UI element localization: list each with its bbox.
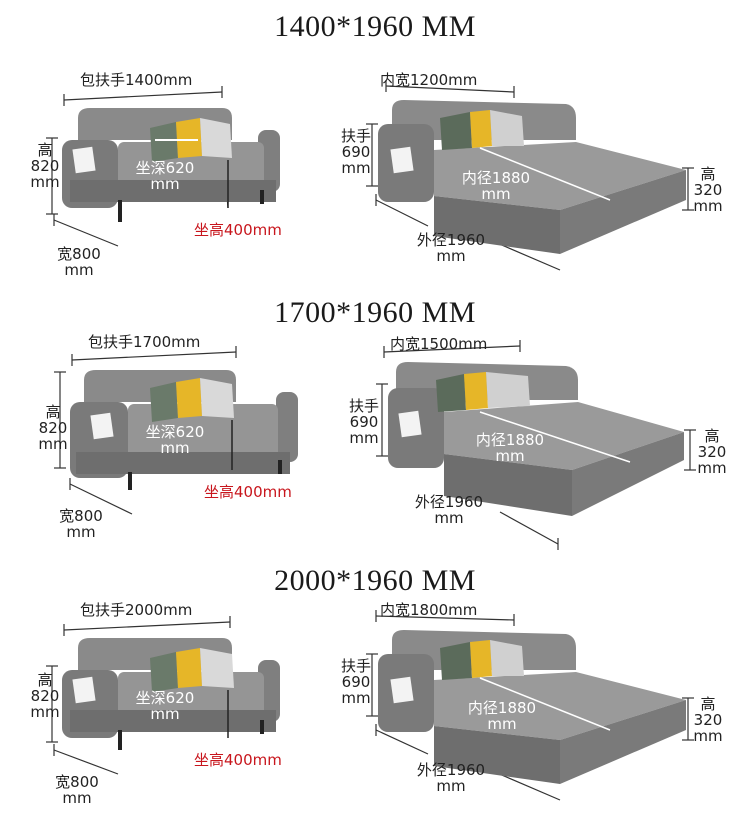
bed-height-label-line: mm (697, 459, 727, 477)
bed-height-label: 高 320 mm (690, 166, 726, 214)
sofa-height-label: 高 820 mm (30, 142, 60, 190)
sofa-width-label: 包扶手1400mm (80, 71, 193, 89)
sofa-depth-label-line: mm (62, 789, 92, 807)
outer-length-label-line: mm (436, 777, 466, 795)
outer-length-label: 外径1960 mm (404, 494, 494, 526)
section-title: 1700*1960 MM (274, 296, 476, 329)
sofa-depth-label-line: 宽800 (57, 245, 101, 263)
seat-height-label: 坐高400mm (204, 483, 292, 501)
bed-height-label-line: 高 (700, 165, 716, 183)
inner-length-label: 内径1880 mm (456, 170, 536, 202)
seat-depth-label-line: mm (150, 175, 180, 193)
sofa-depth-label-line: mm (66, 523, 96, 541)
bed-height-label-line: mm (693, 727, 723, 745)
sofa-depth-label-line: mm (64, 261, 94, 279)
sofa-height-label-line: mm (30, 173, 60, 191)
outer-length-label: 外径1960 mm (406, 762, 496, 794)
sofa-height-label-line: 820 (30, 157, 60, 175)
seat-depth-label-line: 坐深620 (135, 689, 195, 707)
sofa-height-label-line: 高 (45, 403, 61, 421)
outer-length-label: 外径1960 mm (406, 232, 496, 264)
seat-depth-label: 坐深620 mm (130, 690, 200, 722)
outer-length-label-line: 外径1960 (414, 493, 484, 511)
seat-depth-label-line: mm (160, 439, 190, 457)
inner-length-label: 内径1880 mm (462, 700, 542, 732)
outer-length-label-line: 外径1960 (416, 231, 486, 249)
inner-length-label-line: 内径1880 (475, 431, 545, 449)
bed-height-label: 高 320 mm (694, 428, 730, 476)
sofa-depth-label-line: 宽800 (59, 507, 103, 525)
seat-depth-label-line: 坐深620 (135, 159, 195, 177)
bed-inner-width-label: 内宽1500mm (390, 335, 488, 353)
seat-depth-label-line: mm (150, 705, 180, 723)
outer-length-label-line: mm (434, 509, 464, 527)
seat-depth-label: 坐深620 mm (130, 160, 200, 192)
seat-height-label: 坐高400mm (194, 221, 282, 239)
section-title: 2000*1960 MM (274, 564, 476, 597)
armrest-label-line: 690 (341, 673, 371, 691)
bed-height-label-line: 320 (693, 181, 723, 199)
bed-height-label-line: 高 (704, 427, 720, 445)
sofa-width-label: 包扶手2000mm (80, 601, 193, 619)
armrest-label-line: 690 (341, 143, 371, 161)
sofa-height-label-line: 820 (38, 419, 68, 437)
sofa-height-label: 高 820 mm (30, 672, 60, 720)
inner-length-label-line: 内径1880 (461, 169, 531, 187)
seat-depth-label-line: 坐深620 (145, 423, 205, 441)
sofa-height-label-line: 高 (37, 671, 53, 689)
seat-depth-label: 坐深620 mm (140, 424, 210, 456)
sofa-height-label-line: mm (30, 703, 60, 721)
armrest-label: 扶手 690 mm (338, 128, 374, 176)
armrest-label: 扶手 690 mm (338, 658, 374, 706)
bed-height-label-line: 320 (697, 443, 727, 461)
sofa-height-label-line: 高 (37, 141, 53, 159)
inner-length-label-line: mm (481, 185, 511, 203)
sofa-depth-label-line: 宽800 (55, 773, 99, 791)
seat-height-label: 坐高400mm (194, 751, 282, 769)
sofa-height-label-line: 820 (30, 687, 60, 705)
inner-length-label-line: 内径1880 (467, 699, 537, 717)
armrest-label-line: 690 (349, 413, 379, 431)
bed-height-label-line: mm (693, 197, 723, 215)
armrest-label: 扶手 690 mm (346, 398, 382, 446)
armrest-label-line: mm (349, 429, 379, 447)
armrest-label-line: mm (341, 689, 371, 707)
sofa-depth-label: 宽800 mm (54, 246, 104, 278)
outer-length-label-line: mm (436, 247, 466, 265)
bed-inner-width-label: 内宽1800mm (380, 601, 478, 619)
sofa-height-label-line: mm (38, 435, 68, 453)
inner-length-label: 内径1880 mm (470, 432, 550, 464)
sofa-depth-label: 宽800 mm (56, 508, 106, 540)
sofa-width-label: 包扶手1700mm (88, 333, 201, 351)
inner-length-label-line: mm (495, 447, 525, 465)
section-title: 1400*1960 MM (274, 10, 476, 43)
bed-height-label-line: 高 (700, 695, 716, 713)
armrest-label-line: 扶手 (348, 397, 379, 415)
sofa-depth-label: 宽800 mm (52, 774, 102, 806)
inner-length-label-line: mm (487, 715, 517, 733)
bed-inner-width-label: 内宽1200mm (380, 71, 478, 89)
bed-height-label: 高 320 mm (690, 696, 726, 744)
bed-height-label-line: 320 (693, 711, 723, 729)
armrest-label-line: mm (341, 159, 371, 177)
armrest-label-line: 扶手 (340, 127, 371, 145)
outer-length-label-line: 外径1960 (416, 761, 486, 779)
armrest-label-line: 扶手 (340, 657, 371, 675)
sofa-height-label: 高 820 mm (38, 404, 68, 452)
